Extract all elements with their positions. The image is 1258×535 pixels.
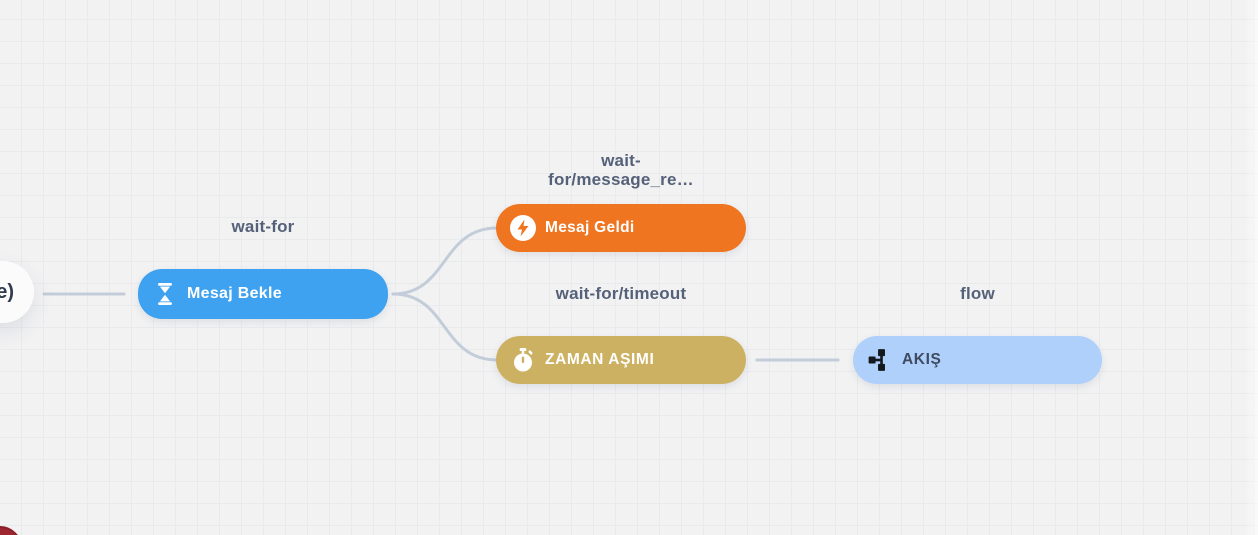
node-wait-label: Mesaj Bekle (187, 285, 282, 302)
stopwatch-icon (510, 347, 536, 373)
edge-wait-to-timeout (391, 292, 499, 362)
node-flow-label: AKIŞ (902, 351, 942, 368)
node-start-partial-label: e) (0, 280, 14, 303)
edge-label-message-received: wait- for/message_re… (548, 151, 694, 189)
flow-icon (867, 347, 893, 373)
node-wait-mesaj-bekle[interactable]: Mesaj Bekle (138, 269, 388, 319)
lightning-icon (510, 215, 536, 241)
red-node-partial[interactable] (0, 526, 22, 535)
node-message-received-label: Mesaj Geldi (545, 219, 635, 236)
node-timeout-label: ZAMAN AŞIMI (545, 351, 655, 368)
node-timeout[interactable]: ZAMAN AŞIMI (496, 336, 746, 384)
edge-label-wait-for: wait-for (231, 217, 295, 236)
edge-label-timeout: wait-for/timeout (555, 284, 687, 303)
right-edge-fade (1244, 0, 1258, 535)
node-flow-akis[interactable]: AKIŞ (853, 336, 1102, 384)
node-start-partial[interactable]: e) (0, 261, 34, 323)
node-message-received[interactable]: Mesaj Geldi (496, 204, 746, 252)
edge-wait-to-message (391, 226, 499, 296)
edge-label-flow: flow (960, 284, 995, 303)
hourglass-icon (152, 281, 178, 307)
